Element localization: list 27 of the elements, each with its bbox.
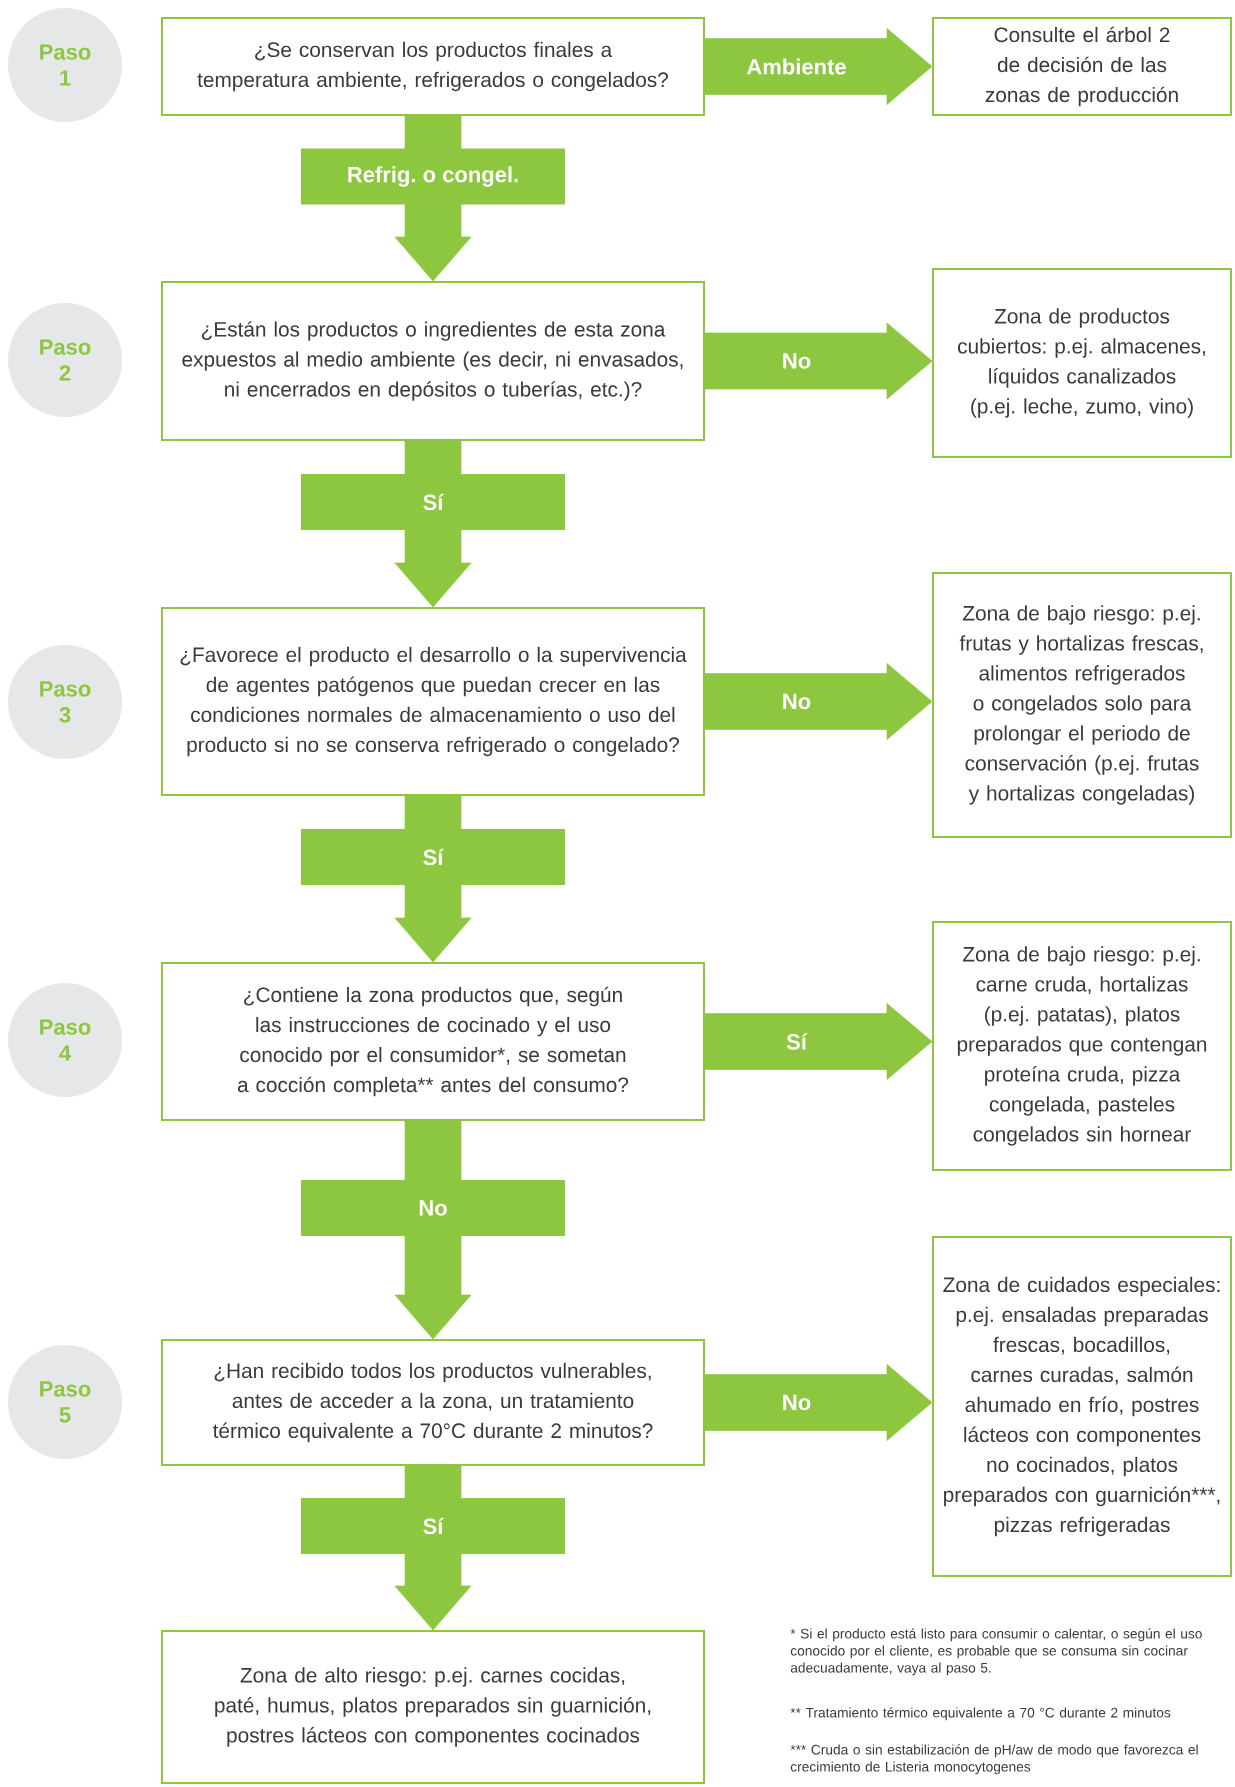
edge-label: Refrig. o congel.: [301, 148, 565, 205]
question-box: ¿Han recibido todos los productos vulnerables, antes de acceder a la zona, un tratamiento térmico equivalente a 70°C durante 2 minutos?: [161, 1339, 705, 1466]
edge-label: No: [779, 691, 814, 712]
edge-label: Sí: [783, 1030, 810, 1053]
footnote: ** Tratamiento térmico equivalente a 70 °C durante 2 minutos: [790, 1707, 1171, 1721]
edge-label: No: [779, 1392, 814, 1413]
question-box: ¿Están los productos o ingredientes de esta zona expuestos al medio ambiente (es decir, ni envasados, ni encerrados en depósitos o tuberías, etc.)?: [161, 281, 705, 441]
edge-label: No: [301, 1180, 565, 1236]
edge-label: Sí: [301, 474, 565, 530]
outcome-box: Zona de cuidados especiales: p.ej. ensaladas preparadas frescas, bocadillos, carnes curadas, salmón ahumado en frío, postres lácteos con componentes no cocinados, platos preparados con guarnición***, pizzas refrigeradas: [932, 1236, 1232, 1577]
block-arrow: [704, 1003, 933, 1080]
edge-label: Sí: [301, 1498, 565, 1554]
edge-label: Sí: [301, 829, 565, 885]
outcome-box: Zona de bajo riesgo: p.ej. frutas y hortalizas frescas, alimentos refrigerados o congelados solo para prolongar el periodo de conservación (p.ej. frutas y hortalizas congeladas): [932, 572, 1232, 838]
outcome-box: Zona de bajo riesgo: p.ej. carne cruda, hortalizas (p.ej. patatas), platos preparados que contengan proteína cruda, pizza congelada, pasteles congelados sin hornear: [932, 921, 1232, 1171]
footnote: *** Cruda o sin estabilización de pH/aw de modo que favorezca el crecimiento de Listeria monocytogenes: [790, 1744, 1198, 1775]
edge-label: No: [779, 350, 814, 372]
question-box: ¿Favorece el producto el desarrollo o la supervivencia de agentes patógenos que puedan crecer en las condiciones normales de almacenamiento o uso del producto si no se conserva refrigerado o congelado?: [161, 607, 705, 796]
question-box: Zona de alto riesgo: p.ej. carnes cocidas, paté, humus, platos preparados sin guarnición, postres lácteos con componentes cocinados: [161, 1630, 705, 1784]
block-arrow: [704, 322, 933, 400]
footnote: * Si el producto está listo para consumir o calentar, o según el uso conocido por el cliente, es probable que se consuma sin cocinar adecuadamente, vaya al paso 5.: [790, 1628, 1202, 1676]
outcome-box: Consulte el árbol 2 de decisión de las zonas de producción: [932, 17, 1232, 116]
block-arrow: [704, 663, 933, 740]
block-arrow: [704, 1364, 933, 1441]
question-box: ¿Contiene la zona productos que, según las instrucciones de cocinado y el uso conocido por el consumidor*, se sometan a cocción completa** antes del consumo?: [161, 962, 705, 1121]
outcome-box: Zona de productos cubiertos: p.ej. almacenes, líquidos canalizados (p.ej. leche, zumo, vino): [932, 268, 1232, 458]
question-box: ¿Se conservan los productos finales a temperatura ambiente, refrigerados o congelados?: [161, 17, 705, 116]
